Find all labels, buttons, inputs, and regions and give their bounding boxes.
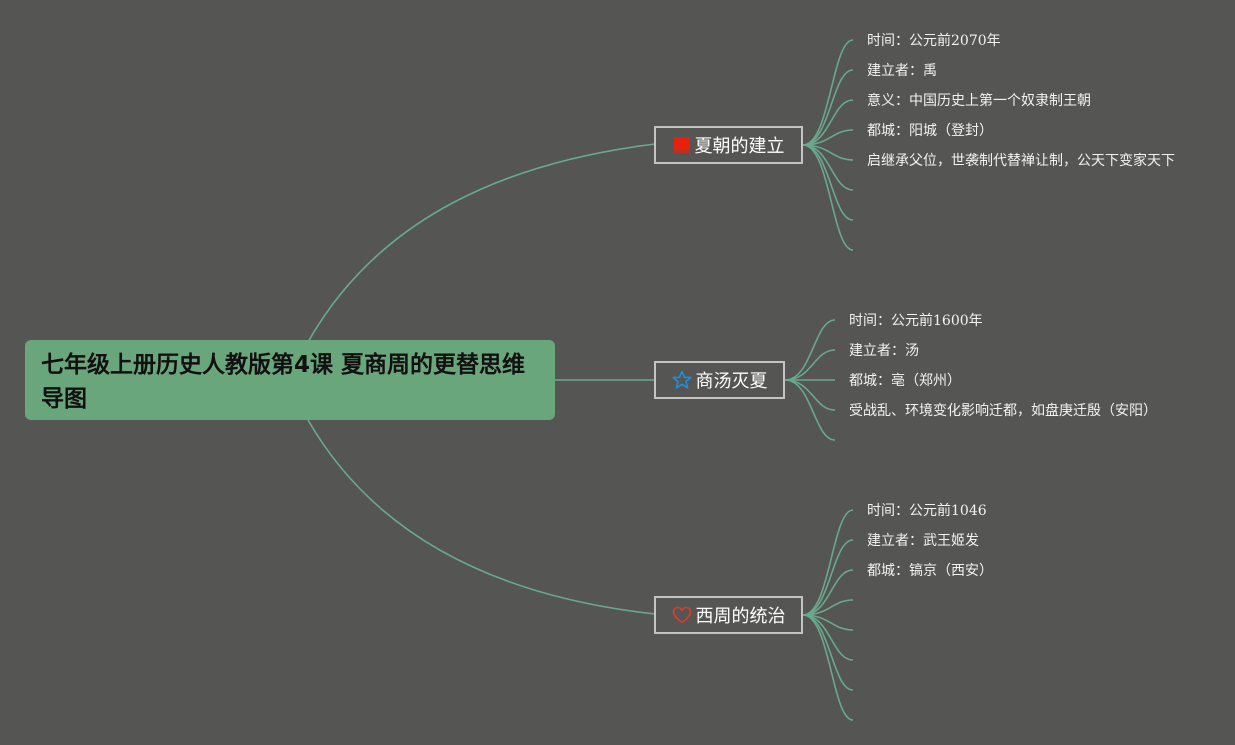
connector-shang-5 [784,379,836,441]
connector-shang-2 [784,349,836,381]
leaf-xia-succession[interactable]: 启继承父位，世袭制代替禅让制，公天下变家天下 [867,153,1175,169]
connector-root-xia [307,143,656,343]
branch-zhou[interactable]: 西周的统治 [654,596,803,634]
root-topic[interactable]: 七年级上册历史人教版第4课 夏商周的更替思维导图 [25,340,555,420]
branch-xia-label: 夏朝的建立 [694,136,785,157]
branch-xia[interactable]: 夏朝的建立 [654,126,803,164]
connector-xia-8 [802,144,854,251]
leaf-shang-founder[interactable]: 建立者：汤 [849,343,919,359]
connector-zhou-2 [802,539,854,616]
leaf-shang-capital[interactable]: 都城：亳（郑州） [849,373,961,389]
heart-icon [672,606,692,624]
leaf-xia-capital[interactable]: 都城：阳城（登封） [867,123,993,139]
leaf-zhou-founder[interactable]: 建立者：武王姬发 [867,533,979,549]
leaf-xia-significance[interactable]: 意义：中国历史上第一个奴隶制王朝 [867,93,1091,109]
leaf-shang-time[interactable]: 时间：公元前1600年 [849,313,983,329]
branch-shang[interactable]: 商汤灭夏 [654,361,785,399]
leaf-zhou-capital[interactable]: 都城：镐京（西安） [867,563,993,579]
connector-xia-7 [802,144,854,221]
connector-root-zhou [307,419,656,615]
star-icon [671,370,692,390]
connector-xia-2 [802,69,854,146]
connector-shang-1 [784,319,836,381]
branch-shang-label: 商汤灭夏 [695,371,768,392]
leaf-shang-relocation[interactable]: 受战乱、环境变化影响迁都，如盘庚迁殷（安阳） [849,403,1157,419]
branch-zhou-label: 西周的统治 [695,606,786,627]
connector-zhou-7 [802,614,854,691]
connector-zhou-8 [802,614,854,721]
connector-zhou-3 [802,569,854,616]
root-topic-title: 七年级上册历史人教版第4课 夏商周的更替思维导图 [41,352,526,412]
connector-xia-1 [802,39,854,146]
leaf-xia-time[interactable]: 时间：公元前2070年 [867,33,1001,49]
connector-xia-3 [802,99,854,146]
connector-zhou-1 [802,509,854,616]
leaf-zhou-time[interactable]: 时间：公元前1046 [867,503,987,519]
red-flag-icon [673,136,691,154]
leaf-xia-founder[interactable]: 建立者：禹 [867,63,937,79]
